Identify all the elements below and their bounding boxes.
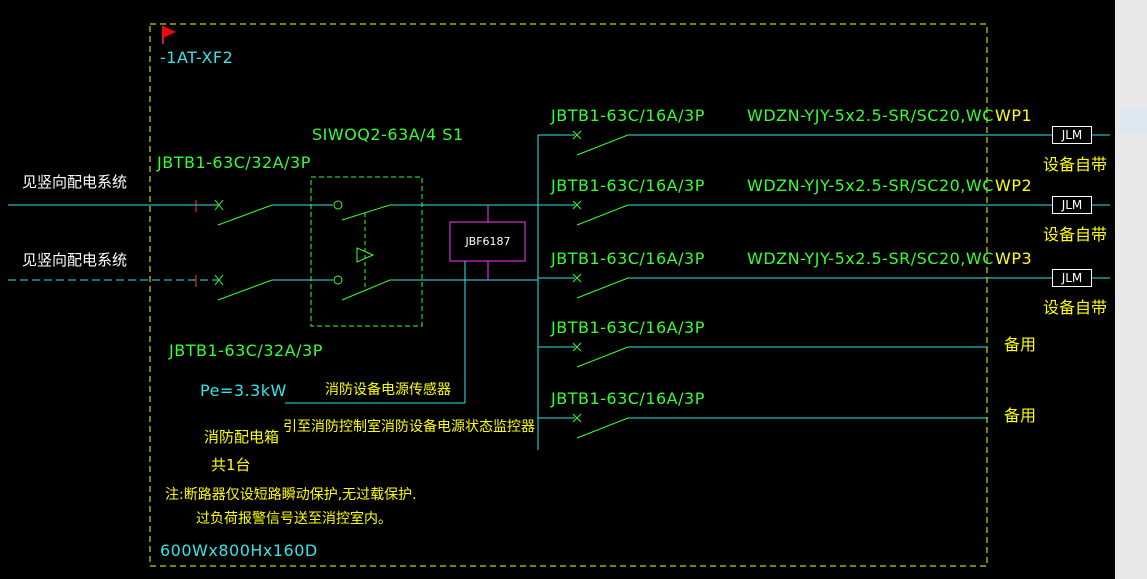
branch-circuit-label: WP1 xyxy=(995,106,1033,125)
right-scroll-panel[interactable] xyxy=(1115,0,1147,579)
branch-breaker-label: JBTB1-63C/16A/3P xyxy=(551,106,705,125)
branch-breaker-label: JBTB1-63C/16A/3P xyxy=(551,249,705,268)
power-rating: Pe=3.3kW xyxy=(200,381,287,400)
branch-breaker-label: JBTB1-63C/16A/3P xyxy=(551,389,705,408)
ats-switch xyxy=(310,176,538,327)
branch-cable-label: WDZN-YJY-5x2.5-SR/SC20,WC xyxy=(747,176,994,195)
branch-cable-label: WDZN-YJY-5x2.5-SR/SC20,WC xyxy=(747,106,994,125)
monitor-module xyxy=(285,205,526,404)
incoming-feeder-2 xyxy=(8,274,333,301)
branch-5 xyxy=(538,413,988,439)
incoming-breaker-1: JBTB1-63C/32A/3P xyxy=(157,153,311,172)
panel-size: 600Wx800Hx160D xyxy=(160,541,318,560)
branch-cable-label: WDZN-YJY-5x2.5-SR/SC20,WC xyxy=(747,249,994,268)
incoming-breaker-2: JBTB1-63C/32A/3P xyxy=(169,341,323,360)
right-panel-tab[interactable] xyxy=(1120,109,1147,133)
flag-icon xyxy=(162,26,176,44)
branch-breaker-label: JBTB1-63C/16A/3P xyxy=(551,318,705,337)
incoming-source-2: 见竖向配电系统 xyxy=(22,251,128,269)
branch-remark: 设备自带 xyxy=(1043,225,1108,244)
panel-note-2: 过负荷报警信号送至消控室内。 xyxy=(196,511,392,527)
branch-device-box: JLM xyxy=(1052,269,1092,287)
panel-name: -1AT-XF2 xyxy=(160,48,234,67)
incoming-feeder-1 xyxy=(8,199,333,226)
panel-title: 消防配电箱 xyxy=(204,428,280,446)
monitor-sensor-label: 消防设备电源传感器 xyxy=(325,382,451,398)
monitor-box-label: JBF6187 xyxy=(465,235,511,248)
branch-4 xyxy=(538,342,988,368)
branch-2 xyxy=(538,200,1110,226)
incoming-source-1: 见竖向配电系统 xyxy=(22,173,128,191)
ats-model: SIWOQ2-63A/4 S1 xyxy=(312,125,464,144)
branch-remark: 设备自带 xyxy=(1043,298,1108,317)
branch-device-box: JLM xyxy=(1052,126,1092,144)
branch-3 xyxy=(538,273,1110,299)
branch-device-box: JLM xyxy=(1052,196,1092,214)
outgoing-branches xyxy=(538,130,1110,439)
branch-circuit-label: WP3 xyxy=(995,249,1033,268)
branch-1 xyxy=(538,130,1110,156)
branch-circuit-label: WP2 xyxy=(995,176,1033,195)
branch-remark: 备用 xyxy=(1004,406,1037,425)
monitor-route-label: 引至消防控制室消防设备电源状态监控器 xyxy=(283,419,535,435)
panel-note-1: 注:断路器仅设短路瞬动保护,无过载保护. xyxy=(165,487,417,503)
branch-breaker-label: JBTB1-63C/16A/3P xyxy=(551,176,705,195)
branch-remark: 设备自带 xyxy=(1043,155,1108,174)
branch-remark: 备用 xyxy=(1004,335,1037,354)
panel-count: 共1台 xyxy=(211,456,251,474)
